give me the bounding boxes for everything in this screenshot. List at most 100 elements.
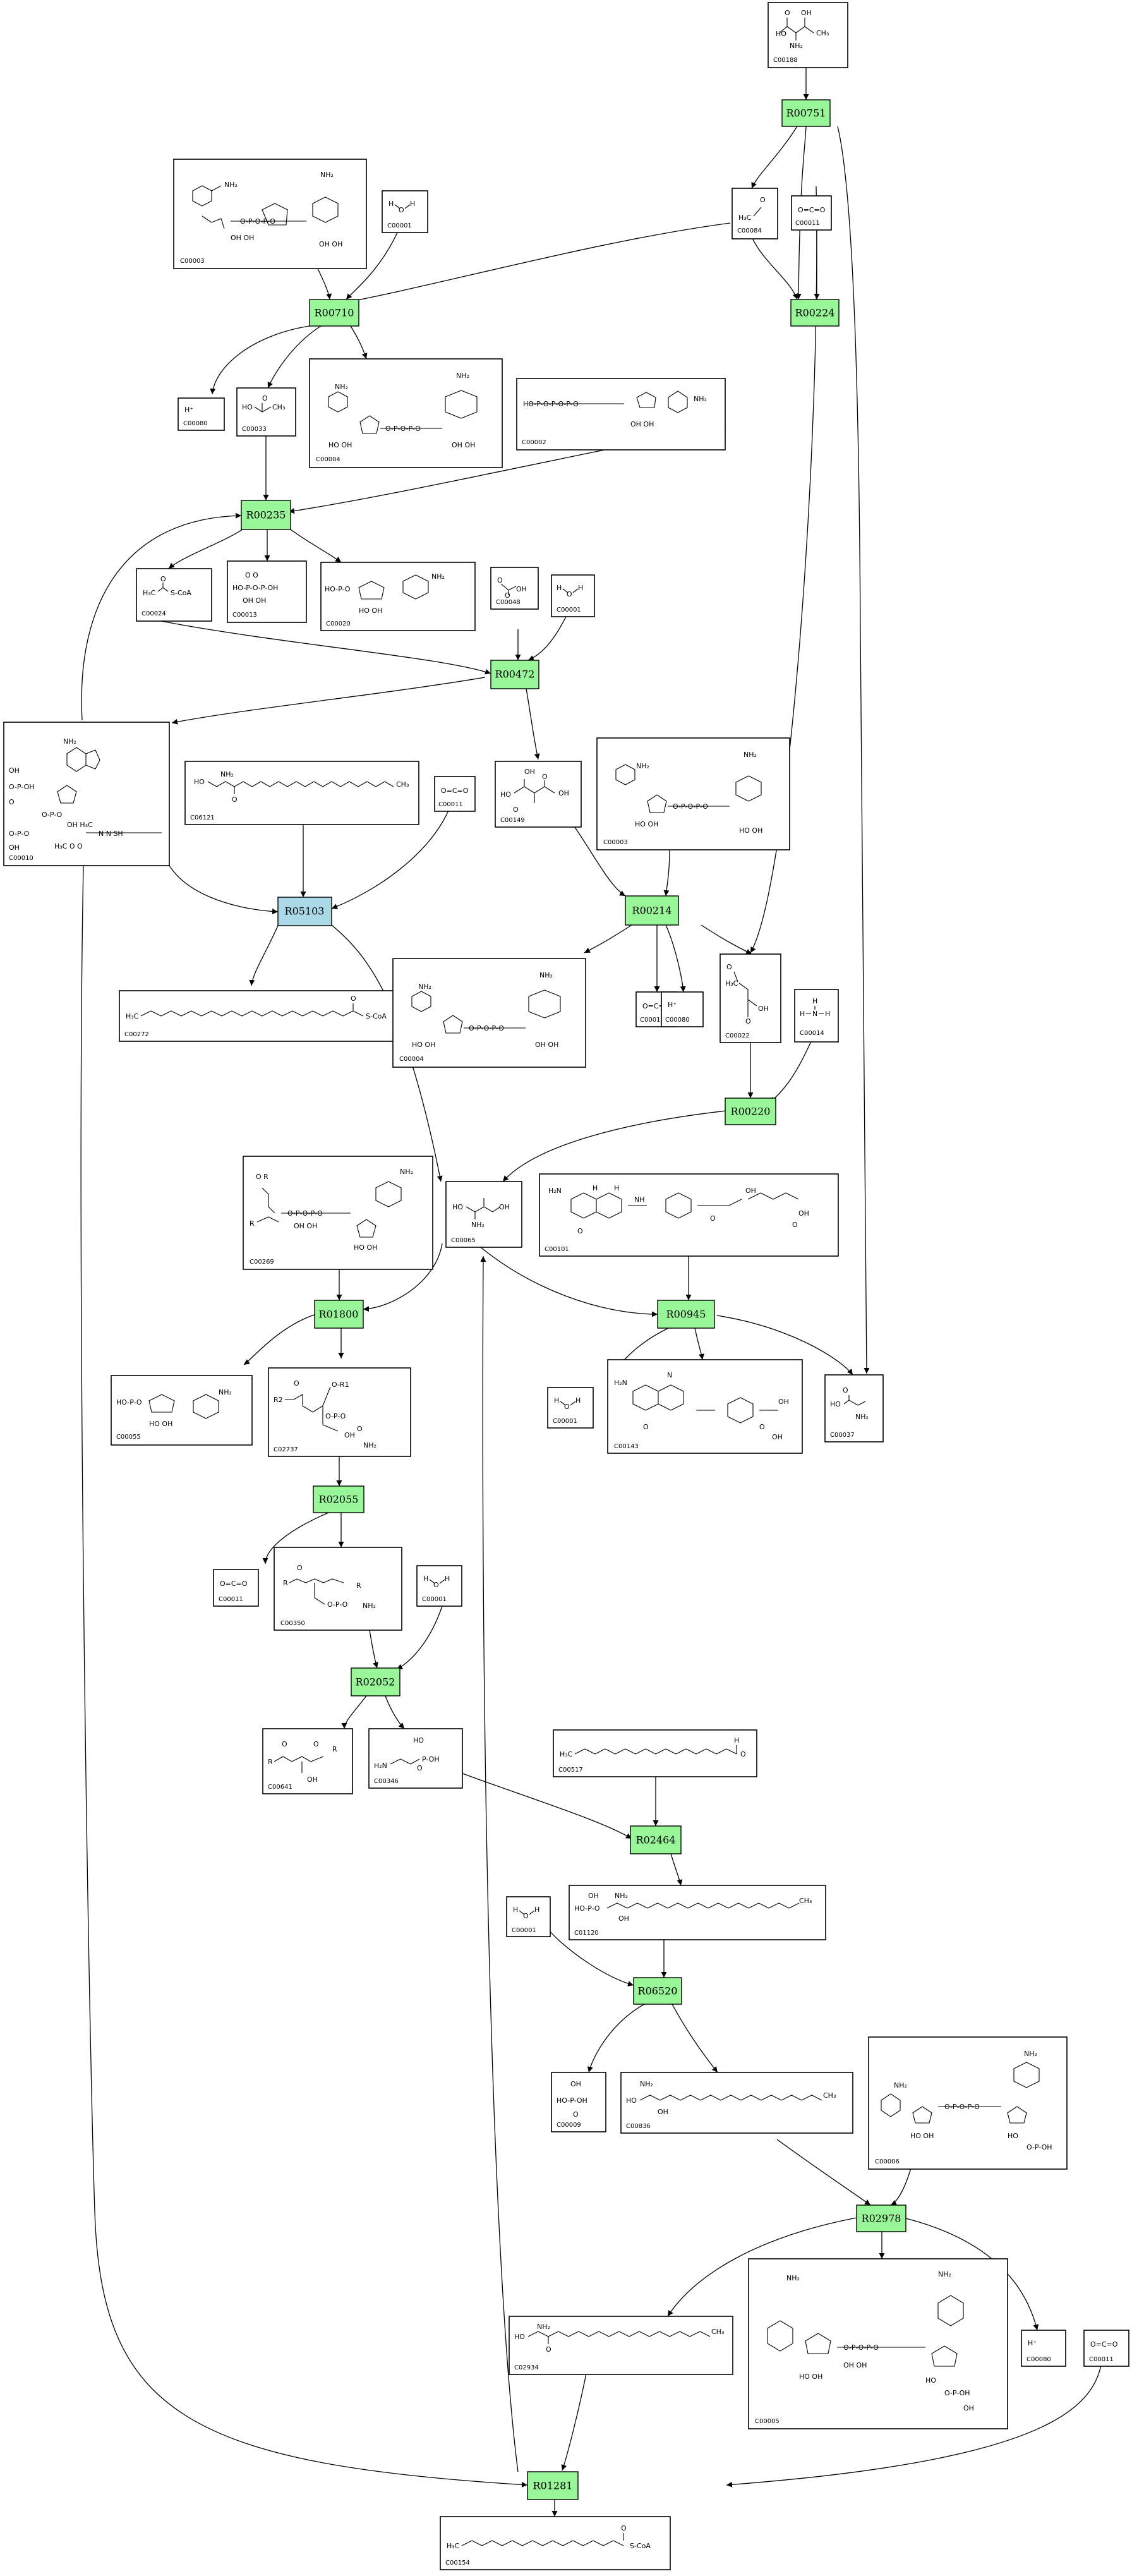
svg-text:H: H: [734, 1736, 739, 1745]
reaction-r02978[interactable]: R02978: [856, 2204, 906, 2232]
reaction-r00945[interactable]: R00945: [657, 1300, 715, 1329]
reaction-r00220[interactable]: R00220: [725, 1098, 776, 1125]
svg-text:NH₂: NH₂: [744, 751, 757, 759]
reaction-r01800[interactable]: R01800: [314, 1300, 364, 1329]
compound-c00080[interactable]: H⁺ C00080: [178, 397, 225, 431]
compound-c00517[interactable]: H₃C HO C00517: [553, 1729, 757, 1777]
svg-text:HO OH: HO OH: [359, 607, 382, 615]
reaction-r00235[interactable]: R00235: [241, 500, 291, 530]
svg-text:O: O: [433, 1581, 439, 1589]
compound-c00011[interactable]: O=C=O C00011: [434, 776, 476, 812]
reaction-r01281[interactable]: R01281: [527, 2471, 579, 2500]
svg-text:C00001: C00001: [422, 1596, 447, 1603]
compound-c00272[interactable]: H₃C OS-CoA C00272: [119, 990, 395, 1042]
svg-text:C00010: C00010: [9, 855, 33, 862]
svg-text:CH₃: CH₃: [816, 29, 829, 37]
compound-c00011[interactable]: O=C=O C00011: [791, 195, 832, 231]
compound-c00010[interactable]: NH₂ OHO-P-OH OO-P-O O-P-OOH H₃C N N SH H…: [3, 722, 170, 866]
compound-c00641[interactable]: RO OR OH C00641: [262, 1728, 353, 1794]
reaction-box: [725, 1098, 776, 1125]
svg-text:H: H: [513, 1906, 518, 1914]
compound-c00154[interactable]: H₃C OS-CoA C00154: [440, 2516, 671, 2570]
reaction-r00751[interactable]: R00751: [781, 99, 831, 127]
svg-text:NH₂: NH₂: [363, 1441, 376, 1449]
reaction-box: [313, 1485, 364, 1513]
svg-text:H: H: [825, 1010, 830, 1018]
svg-text:O-R1: O-R1: [332, 1381, 349, 1389]
compound-c00001[interactable]: HOH C00001: [551, 574, 595, 617]
compound-c00001[interactable]: HOH C00001: [506, 1896, 551, 1937]
svg-text:C00101: C00101: [545, 1246, 569, 1253]
svg-text:O: O: [351, 995, 356, 1003]
compound-c00013[interactable]: HO-P-O-P-OH O OOH OH C00013: [227, 560, 307, 623]
compound-c00001[interactable]: HOH C00001: [547, 1387, 594, 1429]
svg-text:OH: OH: [658, 2108, 668, 2116]
svg-text:O-P-O-P-O: O-P-O-P-O: [944, 2103, 980, 2111]
svg-text:NH₂: NH₂: [418, 983, 431, 991]
svg-text:O-P-O: O-P-O: [42, 811, 63, 819]
svg-text:C00011: C00011: [219, 1596, 243, 1603]
svg-text:H: H: [575, 1396, 581, 1405]
compound-c00269[interactable]: O RR O-P-O-P-O OH OH NH₂ HO OH C00269: [243, 1156, 433, 1270]
compound-c00001[interactable]: HOH C00001: [382, 190, 428, 233]
svg-text:O: O: [505, 591, 510, 600]
svg-text:R05103: R05103: [285, 905, 325, 917]
svg-text:H₃C: H₃C: [738, 214, 752, 222]
reaction-r06520[interactable]: R06520: [633, 1977, 682, 2005]
svg-text:HO OH: HO OH: [412, 1041, 435, 1049]
reaction-r00710[interactable]: R00710: [309, 299, 359, 327]
reaction-r05103[interactable]: R05103: [277, 897, 332, 926]
reaction-r02464[interactable]: R02464: [630, 1825, 682, 1854]
compound-c00080[interactable]: H⁺ C00080: [661, 991, 704, 1027]
svg-text:H: H: [593, 1184, 598, 1192]
compound-c00011[interactable]: O=C=O C00011: [1083, 2330, 1129, 2367]
compound-c00011[interactable]: O=C=O C00011: [213, 1569, 259, 1607]
svg-text:C00024: C00024: [142, 610, 166, 617]
svg-text:R: R: [332, 1745, 337, 1753]
compound-c00002[interactable]: HO-P-O-P-O-P-O NH₂ OH OH C00002: [516, 378, 726, 450]
svg-text:HO OH: HO OH: [910, 2132, 934, 2140]
reaction-box: [309, 299, 359, 327]
svg-text:HO-P-OH: HO-P-OH: [557, 2096, 587, 2105]
reaction-r00214[interactable]: R00214: [625, 895, 679, 926]
svg-text:HO: HO: [925, 2376, 936, 2385]
reaction-r00224[interactable]: R00224: [790, 299, 840, 327]
svg-text:HO-P-O: HO-P-O: [116, 1398, 142, 1406]
svg-text:O: O: [542, 773, 548, 781]
compound-c00080[interactable]: H⁺ C00080: [1021, 2330, 1066, 2367]
svg-text:O: O: [399, 206, 404, 214]
svg-text:H⁺: H⁺: [1028, 2339, 1037, 2347]
compound-c00037[interactable]: OHO NH₂ C00037: [824, 1374, 884, 1442]
reaction-r02052[interactable]: R02052: [351, 1667, 400, 1696]
reaction-r00472[interactable]: R00472: [490, 660, 539, 689]
compound-c00001[interactable]: HOH C00001: [416, 1565, 462, 1607]
reaction-r02055[interactable]: R02055: [313, 1485, 364, 1513]
